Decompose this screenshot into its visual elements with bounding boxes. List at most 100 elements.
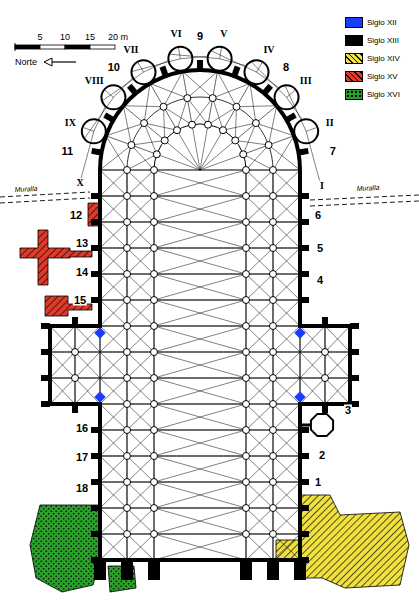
vault-bay bbox=[100, 508, 127, 534]
vault-bay bbox=[154, 300, 246, 326]
vault-bay bbox=[50, 326, 75, 352]
plan-line bbox=[127, 222, 154, 248]
legend-text: Siglo XII bbox=[367, 18, 397, 27]
facade-buttress bbox=[94, 560, 106, 580]
buttress bbox=[350, 349, 359, 355]
plan-line bbox=[246, 170, 273, 171]
chapel-numeral: V bbox=[219, 29, 228, 39]
plan-line bbox=[154, 248, 246, 274]
plan-line bbox=[100, 170, 127, 196]
callout-number: 11 bbox=[60, 146, 74, 157]
plan-line bbox=[127, 222, 154, 248]
scale-bar bbox=[40, 45, 65, 49]
column bbox=[151, 297, 158, 304]
vault-bay bbox=[100, 196, 127, 222]
twelfth-century-pier bbox=[94, 391, 105, 402]
legend-text: Siglo XIV bbox=[367, 54, 400, 63]
buttress bbox=[300, 271, 309, 277]
column bbox=[151, 505, 158, 512]
column bbox=[270, 271, 277, 278]
column bbox=[124, 219, 131, 226]
plan-line bbox=[325, 326, 350, 352]
plan-line bbox=[100, 456, 127, 482]
plan-line bbox=[187, 98, 208, 125]
column bbox=[124, 167, 131, 174]
vault-bay bbox=[100, 430, 127, 456]
legend-swatch bbox=[345, 17, 363, 28]
plan-line bbox=[310, 201, 419, 206]
column bbox=[151, 245, 158, 252]
column bbox=[270, 375, 277, 382]
plan-line bbox=[127, 196, 154, 222]
plan-line bbox=[246, 534, 273, 560]
vault-bay bbox=[325, 378, 350, 404]
buttress bbox=[300, 479, 309, 485]
plan-line bbox=[154, 508, 246, 534]
plan-line bbox=[246, 248, 273, 274]
vault-bay bbox=[300, 326, 325, 352]
chapel-numeral: IX bbox=[64, 118, 77, 128]
plan-line bbox=[178, 48, 180, 59]
buttress bbox=[41, 375, 50, 381]
plan-line bbox=[83, 128, 93, 132]
plan-line bbox=[246, 404, 273, 430]
plan-line bbox=[246, 274, 273, 300]
plan-line bbox=[100, 300, 127, 326]
column bbox=[124, 193, 131, 200]
column bbox=[243, 297, 250, 304]
plan-line bbox=[157, 154, 200, 170]
plan-line bbox=[154, 274, 246, 300]
vault-bay bbox=[154, 456, 246, 482]
vault-bay bbox=[100, 456, 127, 482]
plan-line bbox=[246, 326, 273, 352]
plan-line bbox=[127, 534, 154, 560]
plan-line bbox=[75, 352, 100, 378]
column bbox=[243, 453, 250, 460]
callout-number: 15 bbox=[73, 295, 87, 306]
legend-swatch bbox=[345, 71, 363, 82]
fourteenth-century-area bbox=[300, 495, 409, 588]
plan-line bbox=[100, 352, 127, 378]
buttress bbox=[41, 323, 50, 329]
plan-line bbox=[100, 430, 127, 456]
plan-line bbox=[100, 274, 127, 300]
plan-line bbox=[154, 300, 246, 326]
plan-line bbox=[208, 98, 213, 125]
plan-line bbox=[154, 456, 246, 482]
column bbox=[270, 193, 277, 200]
plan-line bbox=[75, 352, 100, 378]
facade-buttress bbox=[294, 560, 306, 580]
radial-chapel bbox=[168, 47, 192, 71]
radial-chapel bbox=[294, 119, 318, 143]
vault-bay bbox=[127, 378, 154, 404]
plan-line bbox=[75, 378, 100, 404]
callout-number: 14 bbox=[75, 267, 89, 278]
plan-line bbox=[154, 352, 246, 378]
vault-bay bbox=[154, 404, 246, 430]
vault-bay bbox=[246, 456, 273, 482]
twelfth-century-pier bbox=[94, 327, 105, 338]
buttress bbox=[300, 193, 309, 199]
plan-line bbox=[127, 352, 154, 378]
plan-line bbox=[300, 326, 325, 352]
plan-line bbox=[187, 98, 192, 125]
vault-bay bbox=[246, 534, 273, 560]
plan-line bbox=[100, 248, 127, 274]
plan-line bbox=[92, 151, 103, 153]
callout-number: 12 bbox=[69, 210, 83, 221]
plan-line bbox=[273, 222, 300, 248]
vault-bay bbox=[154, 430, 246, 456]
plan-line bbox=[154, 352, 246, 378]
plan-line bbox=[235, 107, 236, 141]
plan-line bbox=[300, 424, 310, 427]
plan-line bbox=[246, 378, 273, 404]
plan-line bbox=[106, 123, 144, 136]
column bbox=[270, 453, 277, 460]
plan-line bbox=[100, 326, 127, 352]
plan-line bbox=[246, 352, 273, 378]
plan-line bbox=[127, 456, 154, 482]
callout-number: 9 bbox=[196, 31, 204, 42]
plan-line bbox=[50, 378, 75, 404]
plan-line bbox=[325, 378, 350, 404]
plan-line bbox=[246, 300, 273, 326]
